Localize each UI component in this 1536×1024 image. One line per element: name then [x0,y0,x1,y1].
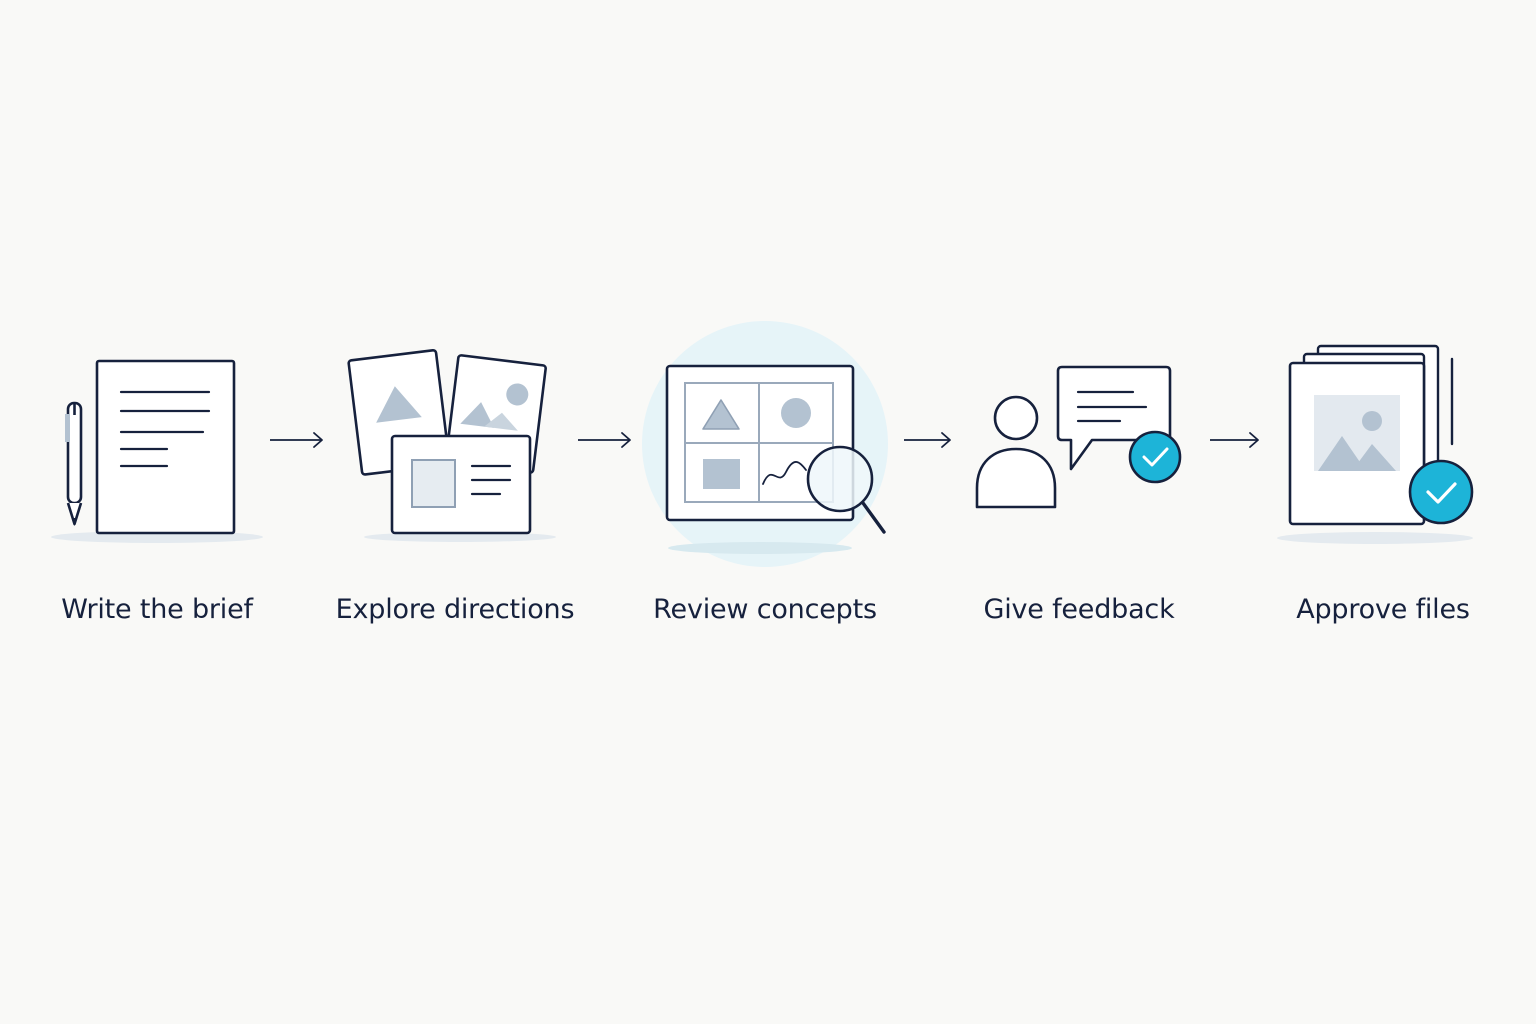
image-cards-icon [347,348,556,542]
connector-arrow-4 [1208,428,1266,457]
magnified-board-icon [642,321,888,567]
step-approve-files [1270,330,1490,560]
step-give-feedback [960,330,1200,560]
file-stack-check-icon [1277,344,1474,544]
connector-arrow-1 [268,428,326,457]
step-write-brief [48,330,268,560]
step-label-give-feedback: Give feedback [983,594,1175,625]
step-explore-directions [340,330,570,560]
arrow-right-icon [1210,432,1259,448]
arrow-right-icon [578,432,631,448]
step-label-write-brief: Write the brief [61,594,253,625]
document-pen-icon [51,359,263,543]
arrow-right-icon [270,432,323,448]
connector-arrow-2 [576,428,634,457]
person-chat-check-icon [975,365,1182,509]
step-label-approve-files: Approve files [1296,594,1470,625]
step-review-concepts [640,321,900,570]
arrow-right-icon [904,432,951,448]
connector-arrow-3 [902,428,960,457]
step-label-explore-directions: Explore directions [335,594,575,625]
step-label-review-concepts: Review concepts [653,594,877,625]
